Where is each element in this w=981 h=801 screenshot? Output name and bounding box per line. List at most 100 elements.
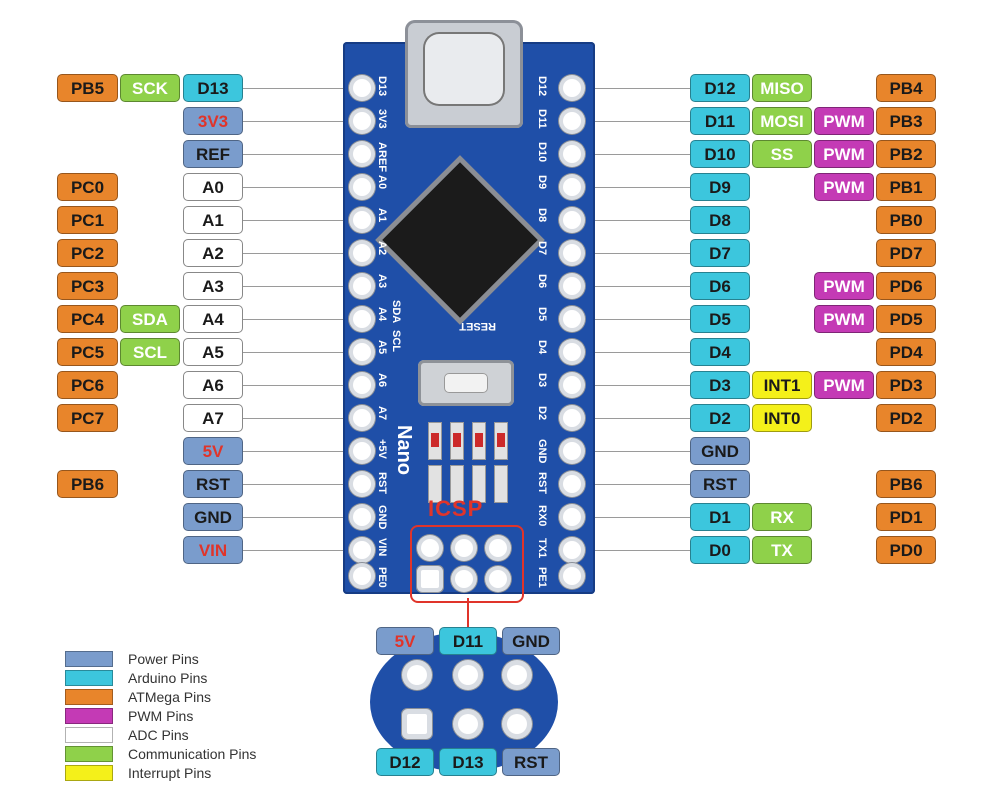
atmega-pin-label: PD2 [876, 404, 936, 432]
legend-swatch [65, 746, 113, 762]
silkscreen-label: D8 [536, 208, 548, 223]
board-pin [563, 145, 581, 163]
usb-c-connector [405, 20, 523, 128]
board-pin [353, 310, 371, 328]
silkscreen-label: +5V [376, 439, 388, 459]
atmega-pin-label: PC5 [57, 338, 118, 366]
led [494, 422, 508, 460]
icsp-header-highlight [410, 525, 524, 603]
reset-button [418, 360, 514, 406]
atmega-pin-label: PC1 [57, 206, 118, 234]
icsp-pin-label: 5V [376, 627, 434, 655]
atmega-pin-label: PD7 [876, 239, 936, 267]
board-pin-label: GND [690, 437, 750, 465]
icsp-square-pin [421, 570, 439, 588]
board-pin-label: A7 [183, 404, 243, 432]
board-pin-label: RST [690, 470, 750, 498]
board-pin-label: D7 [690, 239, 750, 267]
atmega-pin-label: PC4 [57, 305, 118, 333]
pin-wire [242, 418, 362, 419]
board-pin-label: D11 [690, 107, 750, 135]
board-pin [353, 244, 371, 262]
pin-wire [242, 220, 362, 221]
atmega-pin-label: PB2 [876, 140, 936, 168]
legend-label: Communication Pins [128, 746, 257, 762]
pin-wire [575, 385, 690, 386]
pin-wire [575, 253, 690, 254]
pin-wire [242, 550, 362, 551]
pwm-pin-label: PWM [814, 272, 874, 300]
board-pin-label: A6 [183, 371, 243, 399]
led [450, 422, 464, 460]
board-pin [353, 343, 371, 361]
board-pin-label: GND [183, 503, 243, 531]
silkscreen-label: A4 [376, 307, 388, 322]
atmega-pin-label: PB3 [876, 107, 936, 135]
silkscreen-label: TX1 [536, 538, 548, 559]
nano-board [343, 42, 595, 594]
atmega-pin-label: PB0 [876, 206, 936, 234]
board-pin-label: A0 [183, 173, 243, 201]
board-pin-label: A4 [183, 305, 243, 333]
silkscreen-label: D3 [536, 373, 548, 388]
silkscreen-label: A3 [376, 274, 388, 289]
board-pin [353, 178, 371, 196]
atmega-pin-label: PB6 [876, 470, 936, 498]
icsp-connector-line [467, 598, 469, 628]
board-pin-label: A5 [183, 338, 243, 366]
pwm-pin-label: PWM [814, 305, 874, 333]
atmega-pin-label: PD3 [876, 371, 936, 399]
pwm-pin-label: PWM [814, 140, 874, 168]
icsp-square-pin [407, 714, 427, 734]
legend-label: Power Pins [128, 651, 199, 667]
board-pin [353, 508, 371, 526]
silkscreen-label: RX0 [536, 505, 548, 527]
board-pin-label: D5 [690, 305, 750, 333]
icsp-pin-label: RST [502, 748, 560, 776]
board-pin [353, 409, 371, 427]
led [472, 422, 486, 460]
icsp-pin [458, 665, 478, 685]
board-pin [563, 343, 581, 361]
pin-wire [575, 319, 690, 320]
board-pin [563, 178, 581, 196]
legend-swatch [65, 708, 113, 724]
pin-wire [575, 286, 690, 287]
icsp-pin [489, 539, 507, 557]
icsp-title: ICSP [428, 496, 484, 521]
legend-label: PWM Pins [128, 708, 194, 724]
comm-pin-label: SS [752, 140, 812, 168]
atmega-pin-label: PC0 [57, 173, 118, 201]
resistor [428, 465, 442, 503]
comm-pin-label: TX [752, 536, 812, 564]
led [428, 422, 442, 460]
board-pin [563, 277, 581, 295]
pin-wire [575, 352, 690, 353]
board-pin-label: D9 [690, 173, 750, 201]
pin-wire [242, 121, 362, 122]
board-pin-label: A2 [183, 239, 243, 267]
atmega-pin-label: PC2 [57, 239, 118, 267]
icsp-pin [455, 539, 473, 557]
atmega-pin-label: PC7 [57, 404, 118, 432]
icsp-pin [421, 539, 439, 557]
legend-label: ATMega Pins [128, 689, 211, 705]
board-pin-label: D2 [690, 404, 750, 432]
silkscreen-label: GND [536, 439, 548, 464]
icsp-pin [489, 570, 507, 588]
silkscreen-label: A1 [376, 208, 388, 223]
icsp-pin [507, 665, 527, 685]
legend-swatch [65, 765, 113, 781]
board-pin [353, 211, 371, 229]
silkscreen-label: D7 [536, 241, 548, 256]
board-pin-label: REF [183, 140, 243, 168]
board-pin-label: D8 [690, 206, 750, 234]
comm-pin-label: SDA [120, 305, 180, 333]
board-pin-label: RST [183, 470, 243, 498]
board-pin-label: VIN [183, 536, 243, 564]
board-pin-label: A3 [183, 272, 243, 300]
silkscreen-label: AREF [376, 142, 388, 172]
pin-wire [575, 88, 690, 89]
atmega-pin-label: PD5 [876, 305, 936, 333]
pin-wire [575, 154, 690, 155]
